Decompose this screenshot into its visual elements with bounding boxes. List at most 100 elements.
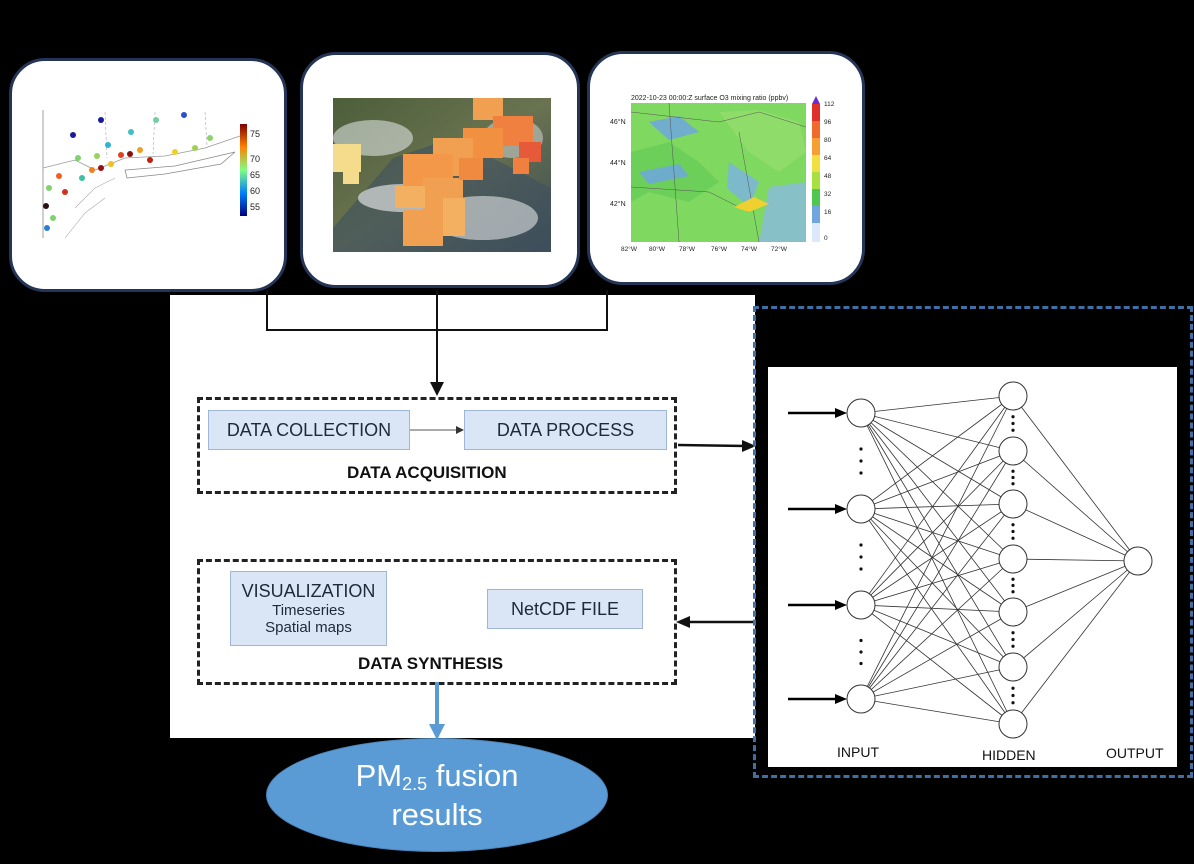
connection-line: [860, 503, 1014, 700]
connection-line: [860, 412, 1014, 452]
spatial-maps-label: Spatial maps: [265, 618, 352, 636]
connection-line: [1012, 395, 1139, 562]
ellipsis-dot: [859, 459, 863, 463]
connection-line: [860, 611, 1014, 700]
hidden-node: [998, 544, 1028, 574]
hidden-node: [998, 381, 1028, 411]
input-arrow-head: [835, 408, 847, 418]
colorbar-tick: 60: [250, 186, 260, 196]
ellipsis-dot: [859, 638, 863, 643]
from-network-arrow: [676, 616, 756, 628]
data-process-label: DATA PROCESS: [496, 419, 635, 440]
ellipsis-dot: [1011, 428, 1015, 432]
to-results-arrow: [429, 682, 445, 740]
connection-line: [860, 412, 1014, 505]
ellipsis-dot: [1011, 421, 1015, 426]
ellipsis-dot: [1011, 577, 1015, 581]
ellipsis-dot: [1011, 536, 1015, 540]
to-network-arrow: [678, 440, 756, 452]
ellipsis-dot: [1011, 482, 1015, 486]
netcdf-file-label: NetCDF FILE: [510, 598, 620, 619]
collection-to-process-arrow: [410, 426, 464, 434]
ellipsis-dot: [859, 543, 863, 547]
visualization-label: VISUALIZATION: [241, 580, 376, 601]
connection-line: [860, 395, 1014, 700]
hidden-node: [998, 709, 1028, 739]
hidden-node: [998, 489, 1028, 519]
connection-line: [1012, 560, 1139, 725]
lon-tick: 80°W: [649, 245, 666, 253]
ellipsis-dot: [859, 567, 863, 571]
ellipsis-dot: [1011, 637, 1015, 642]
data-acquisition-group: [197, 397, 677, 494]
ellipsis-dot: [1011, 686, 1015, 690]
connection-line: [860, 395, 1014, 414]
input-node: [846, 590, 876, 620]
lat-tick: 44°N: [610, 159, 626, 167]
lon-tick: 72°W: [771, 245, 788, 253]
connection-line: [860, 450, 1014, 700]
ellipsis-dot: [859, 447, 863, 451]
connection-line: [1012, 558, 1139, 562]
connection-line: [1012, 560, 1139, 668]
model-colorbar-tick: 0: [824, 235, 828, 242]
connection-line: [860, 450, 1014, 510]
hidden-layer-label: HIDDEN: [982, 747, 1036, 763]
model-colorbar-tick: 32: [824, 191, 832, 198]
input-layer-label: INPUT: [837, 744, 879, 760]
results-line-2: results: [391, 796, 483, 832]
model-map-image: 2022-10-23 00:00:Z surface O3 mixing rat…: [609, 92, 840, 254]
colorbar-tick: 55: [250, 202, 260, 212]
ellipsis-dot: [859, 555, 863, 559]
ellipsis-dot: [1011, 469, 1015, 473]
input-node: [846, 684, 876, 714]
input-arrow-head: [835, 504, 847, 514]
colorbar-tick: 65: [250, 170, 260, 180]
ellipsis-dot: [1011, 644, 1015, 648]
ellipsis-dot: [859, 650, 863, 654]
connection-line: [860, 503, 1014, 606]
connection-line: [860, 508, 1014, 668]
connection-line: [860, 450, 1014, 606]
colorbar-tick: 70: [250, 154, 260, 164]
ellipsis-dot: [1011, 701, 1015, 705]
connection-line: [1012, 560, 1139, 613]
netcdf-file-box: NetCDF FILE: [487, 589, 643, 629]
connection-line: [860, 508, 1014, 560]
data-acquisition-title: DATA ACQUISITION: [347, 463, 507, 482]
connection-line: [860, 395, 1014, 510]
workflow-area: [170, 295, 755, 738]
connection-line: [860, 604, 1014, 725]
lon-tick: 74°W: [741, 245, 758, 253]
ellipsis-dot: [1011, 523, 1015, 527]
pm-prefix: PM: [355, 758, 403, 794]
connection-line: [860, 412, 1014, 668]
aod-pixels: [333, 98, 541, 246]
neural-network-frame: [753, 306, 1193, 778]
data-process-box: DATA PROCESS: [464, 410, 667, 450]
fusion-word: fusion: [427, 758, 519, 794]
connection-line: [860, 698, 1014, 725]
input-arrow-head: [835, 600, 847, 610]
station-dots: [43, 112, 213, 231]
timeseries-label: Timeseries: [272, 601, 345, 619]
hidden-node: [998, 597, 1028, 627]
hidden-node: [998, 652, 1028, 682]
data-synthesis-title: DATA SYNTHESIS: [358, 654, 504, 673]
model-colorbar-tick: 112: [824, 101, 835, 108]
station-map-image: 75 70 65 60 55: [35, 108, 263, 242]
ellipsis-dot: [1011, 415, 1015, 419]
model-colorbar-tick: 48: [824, 173, 832, 180]
pm-subscript: 2.5: [402, 774, 428, 795]
output-layer-label: OUTPUT: [1106, 745, 1164, 761]
model-colorbar-tick: 80: [824, 137, 832, 144]
data-collection-box: DATA COLLECTION: [208, 410, 410, 450]
connection-line: [860, 604, 1014, 668]
model-colorbar: [812, 96, 820, 242]
colorbar-tick: 75: [250, 129, 260, 139]
connection-line: [860, 412, 1014, 613]
ellipsis-dot: [859, 661, 863, 666]
hidden-node: [998, 436, 1028, 466]
connection-line: [1012, 503, 1139, 562]
connection-line: [860, 666, 1014, 700]
